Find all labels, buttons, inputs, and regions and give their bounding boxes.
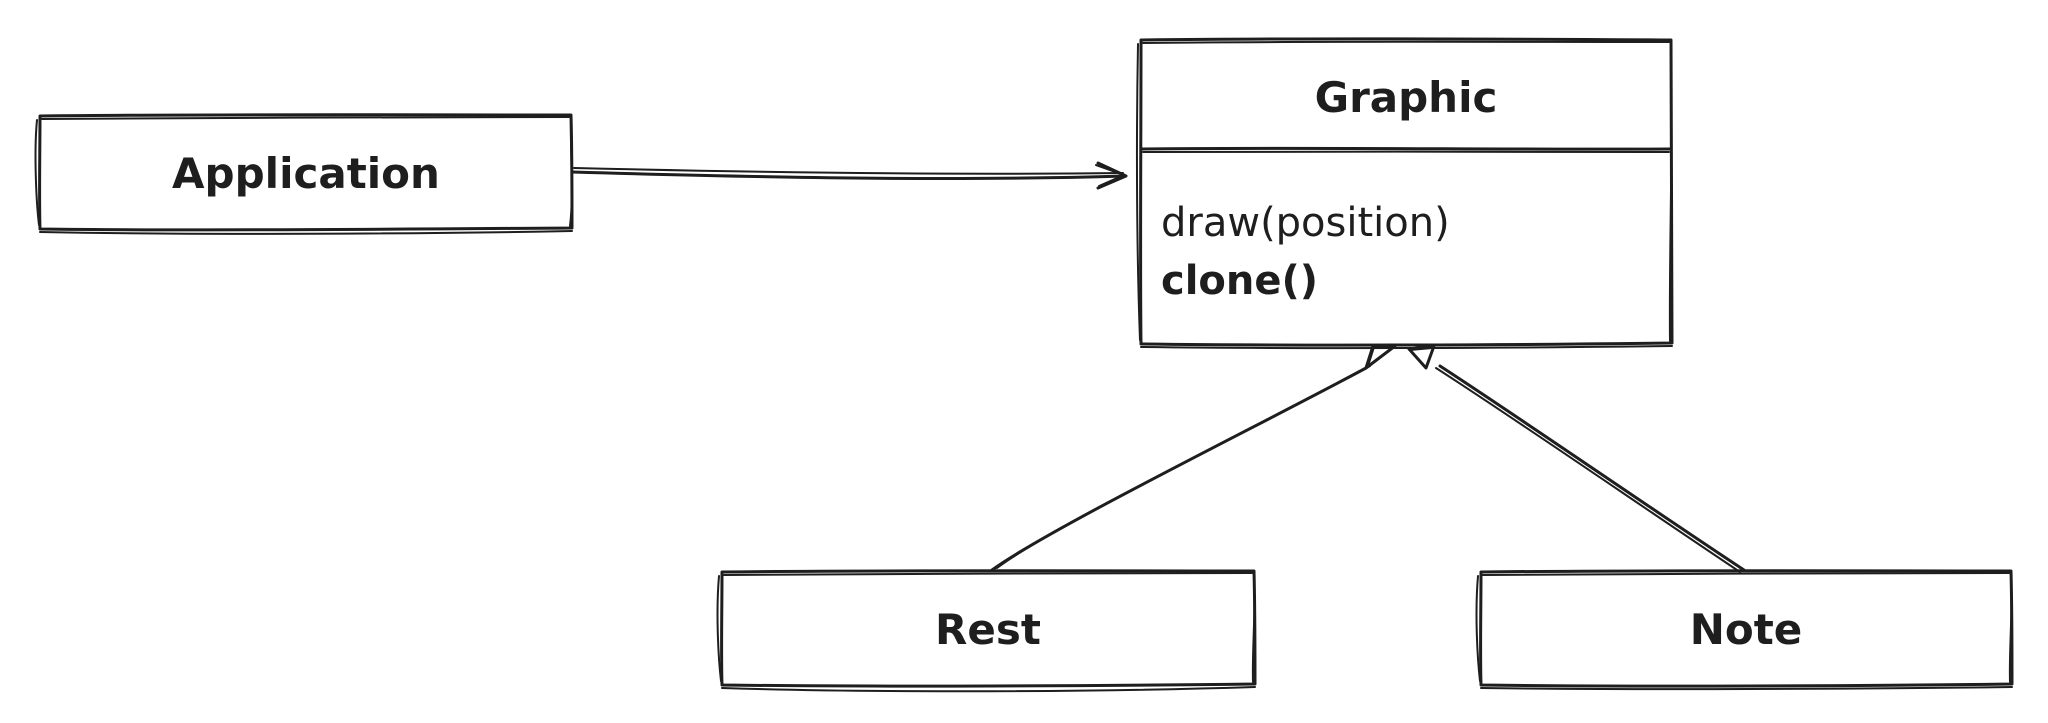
graphic-method-draw: draw(position) — [1161, 200, 1450, 246]
rest-title: Rest — [935, 605, 1041, 654]
class-graphic[interactable]: Graphic draw(position) clone() — [1135, 37, 1674, 350]
class-application[interactable]: Application — [34, 113, 574, 235]
edge-note-to-graphic[interactable] — [1407, 344, 1746, 573]
application-title: Application — [172, 149, 440, 198]
class-note[interactable]: Note — [1475, 569, 2014, 691]
graphic-header-divider — [1139, 146, 1673, 151]
graphic-title: Graphic — [1315, 73, 1498, 122]
graphic-method-clone: clone() — [1161, 258, 1318, 304]
edge-rest-to-graphic[interactable] — [990, 344, 1397, 572]
edge-application-to-graphic[interactable] — [570, 161, 1128, 190]
note-title: Note — [1690, 605, 1803, 654]
class-rest[interactable]: Rest — [716, 569, 1257, 693]
